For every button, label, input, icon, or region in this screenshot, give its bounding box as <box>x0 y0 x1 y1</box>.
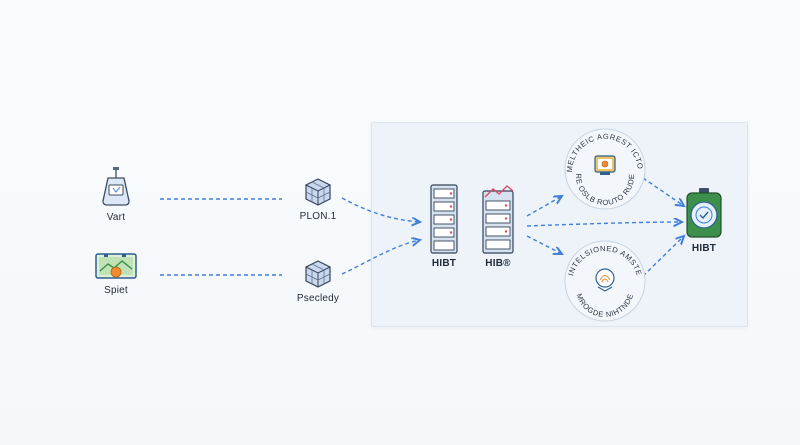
middle-label: Psecledy <box>296 293 340 304</box>
source-node-spiet[interactable]: Spiet <box>92 252 140 296</box>
camera-seal-icon <box>594 155 616 175</box>
source-label: Spiet <box>104 285 128 296</box>
middle-node-plon[interactable]: PLON.1 <box>288 176 348 222</box>
monitor-icon <box>94 252 138 282</box>
server-rack-icon <box>427 183 461 255</box>
cube-icon <box>302 176 334 208</box>
badge-ring: INTELSIONED AMSTE MROGDE NIHTNDE <box>564 240 646 322</box>
fingerprint-seal-icon <box>595 268 615 292</box>
server-label: HIB® <box>485 258 511 269</box>
server-rack-chart-icon <box>479 183 517 255</box>
badge-ring: PMELTHEIC AGREST ICTOE. RE OSLB ROUTO RU… <box>559 119 646 210</box>
target-node-hibt[interactable]: HIBT <box>684 186 724 254</box>
middle-label: PLON.1 <box>299 211 337 222</box>
server-label: HIBT <box>431 258 457 269</box>
device-icon <box>99 165 133 209</box>
cube-icon <box>302 258 334 290</box>
agreement-badge-bottom[interactable]: INTELSIONED AMSTE MROGDE NIHTNDE <box>562 238 648 324</box>
source-node-vart[interactable]: Vart <box>96 165 136 223</box>
agreement-badge-top[interactable]: PMELTHEIC AGREST ICTOE. RE OSLB ROUTO RU… <box>559 119 648 212</box>
secure-device-icon <box>684 186 724 240</box>
server-node-hib[interactable]: HIB® <box>476 183 520 269</box>
target-label: HIBT <box>691 243 717 254</box>
server-node-hibt[interactable]: HIBT <box>424 183 464 269</box>
middle-node-psecledy[interactable]: Psecledy <box>286 258 350 304</box>
source-label: Vart <box>106 212 126 223</box>
